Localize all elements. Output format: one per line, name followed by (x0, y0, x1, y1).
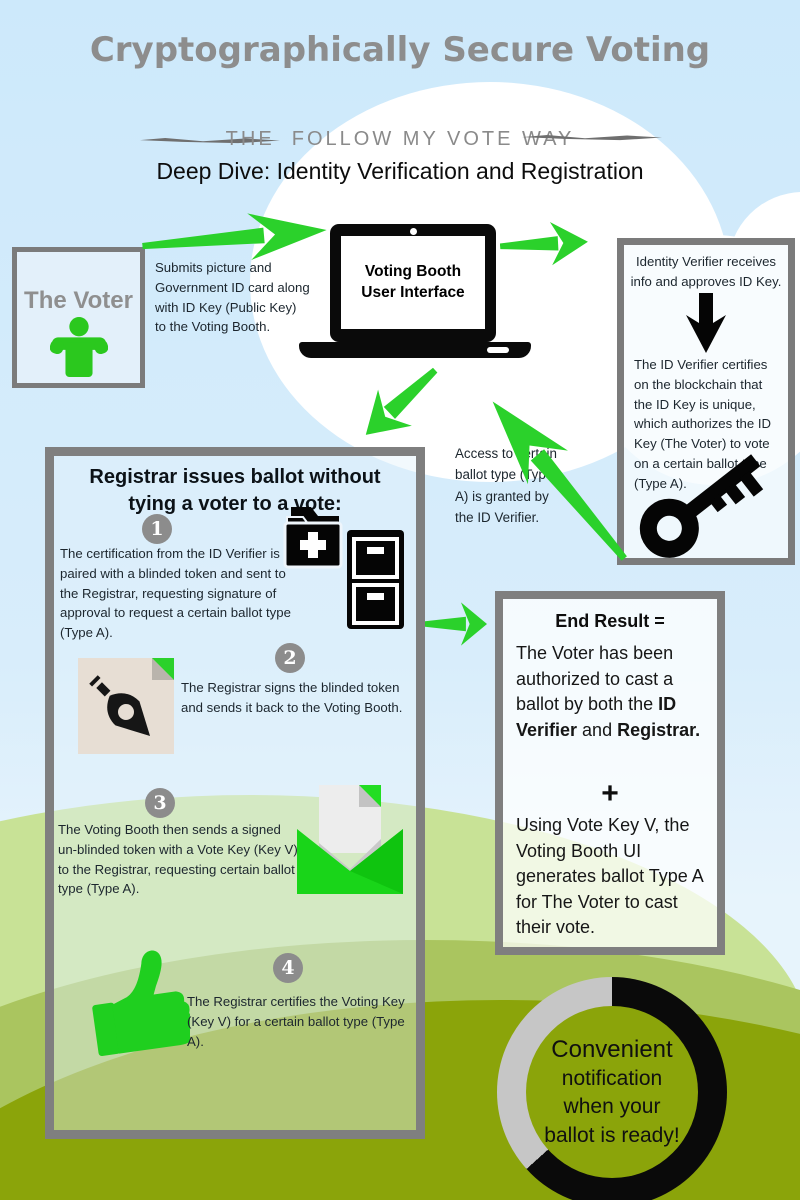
page-title: Cryptographically Secure Voting (89, 30, 711, 70)
idv-receives-text: Identity Verifier receives info and appr… (630, 254, 782, 289)
idv-certifies-text: The ID Verifier certifies on the blockch… (634, 357, 772, 491)
file-cabinet-icon (347, 530, 404, 633)
voting-booth-screen: Voting Booth User Interface (341, 236, 485, 329)
end-result-registrar: Registrar. (617, 719, 701, 740)
end-result-id-verifier: ID Verifier (516, 694, 677, 740)
registrar-title-line2: tying a voter to a vote: (128, 493, 342, 515)
step-1-text: The certification from the ID Verifier i… (60, 546, 291, 641)
step-3-badge: 3 (145, 788, 175, 818)
id-verifier-box: Identity Verifier receives info and appr… (617, 238, 795, 565)
arrow-booth-to-idverifier (499, 218, 589, 271)
end-result-box: End Result = The Voter has been authoriz… (495, 591, 725, 955)
arrow-registrar-to-endresult (425, 600, 487, 648)
voter-box: The Voter (12, 247, 145, 388)
person-icon (17, 317, 140, 382)
step-2-text: The Registrar signs the blinded token an… (181, 680, 403, 715)
end-result-and: and (577, 719, 618, 740)
end-result-p1-text: The Voter has been authorized to cast a … (516, 643, 674, 715)
laptop-base (299, 342, 531, 358)
folder-plus-icon (283, 507, 345, 575)
voter-submit-text: Submits picture and Government ID card a… (155, 260, 310, 335)
end-result-paragraph-2: Using Vote Key V, the Voting Booth UI ge… (516, 815, 703, 938)
step-3-text: The Voting Booth then sends a signed un-… (58, 822, 298, 897)
arrow-idverifier-to-booth (470, 383, 646, 577)
notification-line1: Convenient (551, 1035, 673, 1063)
webcam-dot-icon (410, 228, 417, 235)
notification-line2: notification (561, 1067, 663, 1091)
step-4-text: The Registrar certifies the Voting Key (… (187, 994, 405, 1049)
end-result-title: End Result = (555, 611, 665, 631)
notification-line4: ballot is ready! (544, 1123, 680, 1147)
plus-sign: + (601, 777, 619, 810)
access-note-text: Access to certain ballot type (Type A) i… (455, 446, 557, 526)
step-4-badge: 4 (273, 953, 303, 983)
down-arrow-icon (686, 293, 726, 353)
tagline: THE FOLLOW MY VOTE WAY (225, 128, 575, 150)
notification-ring: Convenient notification when your ballot… (497, 977, 727, 1200)
laptop-notch (487, 347, 509, 353)
voter-label: The Voter (24, 287, 133, 314)
notification-text: Convenient notification when your ballot… (526, 1006, 698, 1178)
arrow-voter-to-booth (140, 204, 329, 272)
booth-label-line1: Voting Booth (364, 262, 462, 280)
notification-line3: when your (563, 1095, 661, 1119)
thumbs-up-icon (78, 942, 190, 1057)
voting-booth-laptop: Voting Booth User Interface (330, 224, 496, 342)
step-1-badge: 1 (142, 514, 172, 544)
step-2-badge: 2 (275, 643, 305, 673)
pen-nib-icon (78, 654, 178, 754)
registrar-title: Registrar issues ballot without tying a … (54, 464, 416, 518)
booth-label-line2: User Interface (361, 283, 465, 301)
registrar-box: Registrar issues ballot without tying a … (45, 447, 425, 1139)
registrar-title-line1: Registrar issues ballot without (89, 466, 381, 488)
envelope-icon (295, 783, 405, 896)
arrow-booth-to-registrar (347, 350, 454, 455)
page-subtitle: Deep Dive: Identity Verification and Reg… (156, 158, 644, 184)
end-result-paragraph-1: The Voter has been authorized to cast a … (516, 641, 710, 743)
key-icon (630, 449, 782, 561)
